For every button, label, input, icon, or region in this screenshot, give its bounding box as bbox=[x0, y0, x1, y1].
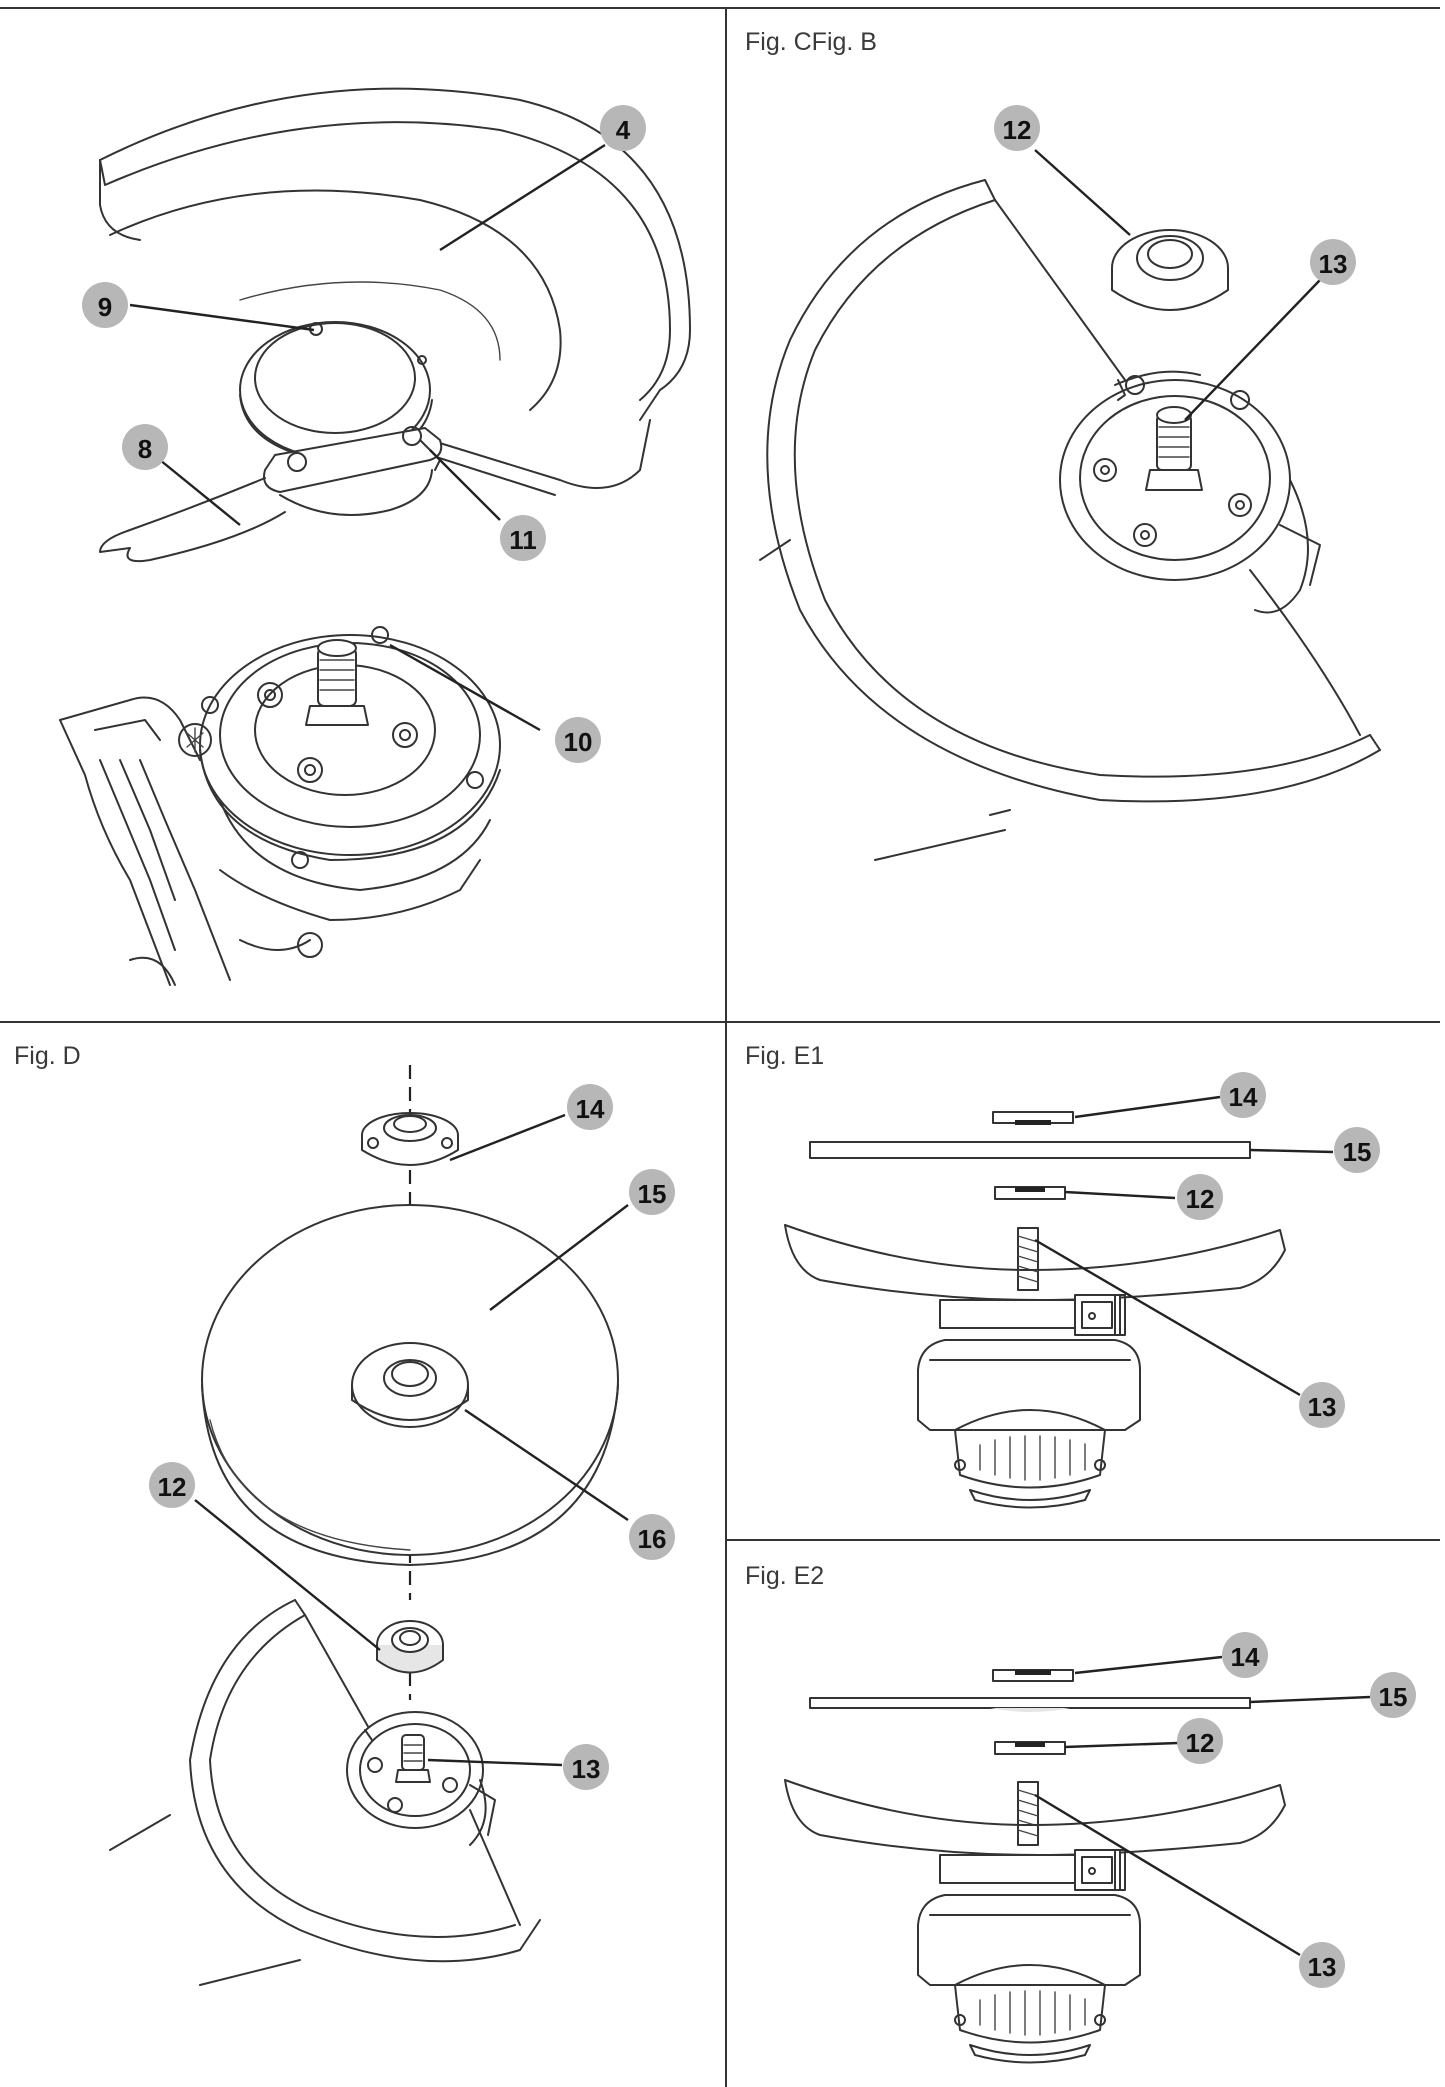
panel-d-drawing bbox=[109, 1065, 619, 1986]
callout-9: 9 bbox=[82, 282, 128, 328]
panel-e1-leaders bbox=[1034, 1095, 1334, 1397]
panel-b-leaders bbox=[1034, 149, 1321, 421]
callout-12-b: 12 bbox=[994, 105, 1040, 151]
callout-14-e2: 14 bbox=[1222, 1632, 1268, 1678]
svg-text:15: 15 bbox=[1379, 1682, 1408, 1712]
svg-text:13: 13 bbox=[572, 1754, 601, 1784]
panel-dividers bbox=[0, 7, 1440, 2087]
callout-15-e2: 15 bbox=[1370, 1672, 1416, 1718]
callout-4: 4 bbox=[600, 105, 646, 151]
svg-text:11: 11 bbox=[509, 525, 537, 555]
svg-text:12: 12 bbox=[1003, 115, 1032, 145]
svg-text:13: 13 bbox=[1319, 249, 1348, 279]
callout-14-d: 14 bbox=[567, 1084, 613, 1130]
panel-a-leaders bbox=[129, 143, 606, 732]
panel-e2-leaders bbox=[1034, 1655, 1371, 1957]
svg-text:13: 13 bbox=[1308, 1952, 1337, 1982]
fig-e1-label: Fig. E1 bbox=[745, 1042, 825, 1070]
svg-text:12: 12 bbox=[1186, 1728, 1215, 1758]
panel-b-drawing bbox=[759, 179, 1381, 861]
callout-15-e1: 15 bbox=[1334, 1127, 1380, 1173]
callout-12-d: 12 bbox=[149, 1462, 195, 1508]
callout-8: 8 bbox=[122, 424, 168, 470]
panel-e1-drawing bbox=[784, 1111, 1286, 1509]
svg-text:9: 9 bbox=[98, 292, 112, 322]
svg-text:4: 4 bbox=[616, 115, 631, 145]
svg-text:12: 12 bbox=[158, 1472, 187, 1502]
panel-a-guard-drawing bbox=[59, 87, 691, 986]
callout-12-e1: 12 bbox=[1177, 1174, 1223, 1220]
svg-text:14: 14 bbox=[576, 1094, 605, 1124]
svg-text:10: 10 bbox=[564, 727, 593, 757]
callout-15-d: 15 bbox=[629, 1169, 675, 1215]
svg-text:13: 13 bbox=[1308, 1392, 1337, 1422]
callout-13-b: 13 bbox=[1310, 239, 1356, 285]
panel-d-leaders bbox=[194, 1113, 629, 1767]
svg-text:15: 15 bbox=[1343, 1137, 1372, 1167]
fig-d-label: Fig. D bbox=[14, 1042, 81, 1070]
svg-text:14: 14 bbox=[1231, 1642, 1260, 1672]
panel-e2-drawing bbox=[784, 1669, 1286, 2064]
callout-13-d: 13 bbox=[563, 1744, 609, 1790]
callout-13-e2: 13 bbox=[1299, 1942, 1345, 1988]
fig-bc-label: Fig. CFig. B bbox=[745, 28, 877, 56]
svg-text:12: 12 bbox=[1186, 1184, 1215, 1214]
callout-10: 10 bbox=[555, 717, 601, 763]
svg-text:16: 16 bbox=[638, 1524, 667, 1554]
callout-13-e1: 13 bbox=[1299, 1382, 1345, 1428]
svg-text:8: 8 bbox=[138, 434, 152, 464]
callout-12-e2: 12 bbox=[1177, 1718, 1223, 1764]
callout-14-e1: 14 bbox=[1220, 1072, 1266, 1118]
svg-text:15: 15 bbox=[638, 1179, 667, 1209]
fig-e2-label: Fig. E2 bbox=[745, 1562, 825, 1590]
callout-16-d: 16 bbox=[629, 1514, 675, 1560]
callout-11: 11 bbox=[500, 515, 546, 561]
svg-text:14: 14 bbox=[1229, 1082, 1258, 1112]
